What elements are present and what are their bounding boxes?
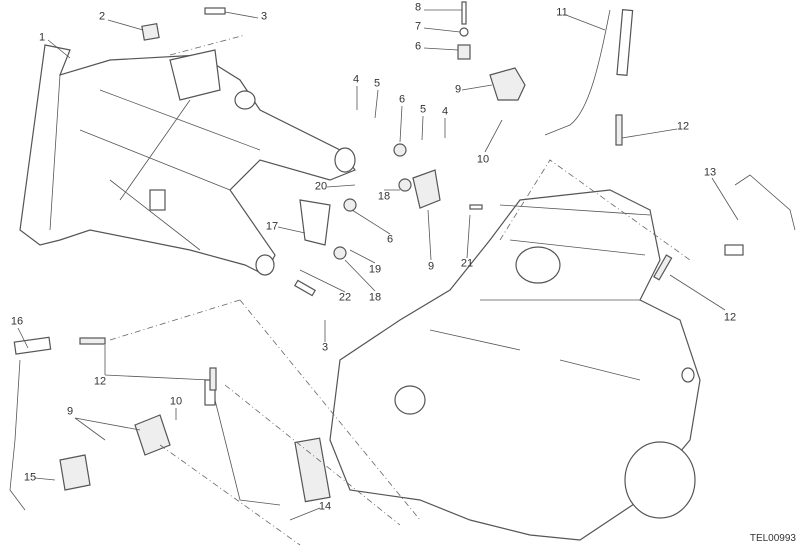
callout-4[interactable]: 4 — [352, 73, 360, 86]
ignition-coil-part[interactable] — [59, 67, 526, 491]
spark-plug-part[interactable] — [79, 114, 673, 391]
callout-14[interactable]: 14 — [318, 500, 332, 513]
callout-9[interactable]: 9 — [454, 83, 462, 96]
callout-21[interactable]: 21 — [460, 257, 474, 270]
spark-plug-lead-part[interactable] — [9, 9, 796, 511]
drawing-code: TEL00993 — [749, 533, 796, 544]
callout-1[interactable]: 1 — [38, 31, 46, 44]
hardware-parts[interactable] — [141, 1, 483, 297]
callout-12[interactable]: 12 — [723, 311, 737, 324]
callout-7[interactable]: 7 — [414, 20, 422, 33]
callout-10[interactable]: 10 — [169, 395, 183, 408]
callout-3[interactable]: 3 — [321, 341, 329, 354]
leader-lines — [17, 9, 739, 546]
callout-9[interactable]: 9 — [66, 405, 74, 418]
callout-15[interactable]: 15 — [23, 471, 37, 484]
callout-12[interactable]: 12 — [93, 375, 107, 388]
engine-part[interactable] — [294, 189, 701, 541]
callout-3[interactable]: 3 — [260, 10, 268, 23]
callout-4[interactable]: 4 — [441, 105, 449, 118]
callout-13[interactable]: 13 — [703, 166, 717, 179]
callout-8[interactable]: 8 — [414, 1, 422, 14]
callout-10[interactable]: 10 — [476, 153, 490, 166]
callout-5[interactable]: 5 — [419, 103, 427, 116]
callout-6[interactable]: 6 — [398, 93, 406, 106]
callout-2[interactable]: 2 — [98, 10, 106, 23]
frame-part[interactable] — [19, 44, 356, 276]
callout-20[interactable]: 20 — [314, 180, 328, 193]
callout-6[interactable]: 6 — [414, 40, 422, 53]
callout-16[interactable]: 16 — [10, 315, 24, 328]
callout-11[interactable]: 11 — [556, 6, 568, 19]
callout-9[interactable]: 9 — [427, 260, 435, 273]
callout-17[interactable]: 17 — [265, 220, 279, 233]
callout-19[interactable]: 19 — [368, 263, 382, 276]
callout-12[interactable]: 12 — [676, 120, 690, 133]
callout-5[interactable]: 5 — [373, 77, 381, 90]
callout-18[interactable]: 18 — [377, 190, 391, 203]
callout-18[interactable]: 18 — [368, 291, 382, 304]
callout-6[interactable]: 6 — [386, 233, 394, 246]
callout-22[interactable]: 22 — [338, 291, 352, 304]
